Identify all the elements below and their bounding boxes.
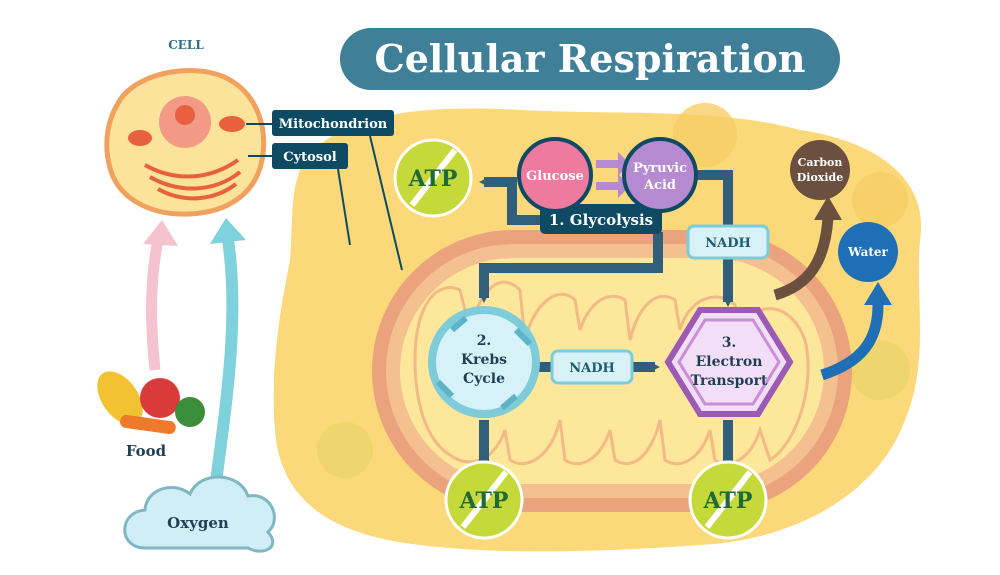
pyruvic-label-line1: Pyruvic: [633, 161, 687, 176]
blob-decoration: [852, 172, 908, 228]
mitochondrion-callout-label: Mitochondrion: [279, 117, 388, 132]
oxygen-cloud: [123, 475, 276, 553]
carbon-dioxide-node: [790, 140, 850, 200]
nadh-top-label: NADH: [705, 236, 751, 251]
atp-krebs-label: ATP: [459, 488, 509, 514]
food-label: Food: [126, 442, 167, 460]
glucose-node: [517, 137, 593, 213]
mitochondrion-small-icon: [219, 116, 245, 132]
arrow-glucose-to-pyruvic: [596, 152, 630, 176]
arrow-glucose-to-pyruvic: [596, 174, 630, 198]
water-label: Water: [847, 245, 888, 259]
nadh-mid-box: [550, 349, 634, 385]
arrow-to-water: [820, 304, 884, 381]
oxygen-arrow: [209, 239, 239, 491]
nadh-top-box: [686, 224, 770, 260]
er-lines: [144, 158, 242, 201]
glycolysis-label-box: [540, 204, 662, 234]
pyruvic-acid-node: [622, 137, 698, 213]
carbon-label-line1: Carbon: [798, 156, 843, 169]
arrow-head-water: [864, 282, 892, 305]
arrow-to-carbon-dioxide: [773, 217, 834, 301]
oxygen-label: Oxygen: [167, 514, 229, 532]
atp-top-badge: ATP: [393, 138, 473, 218]
atp-electron-badge: ATP: [688, 460, 768, 540]
flow-arrow-glycolysis-to-krebs: [479, 232, 663, 303]
cytosol-callout-label: Cytosol: [283, 150, 337, 165]
krebs-label-line3: Cycle: [463, 371, 505, 387]
page-title: Cellular Respiration: [375, 36, 806, 81]
mitochondrion-small-icon: [128, 130, 152, 146]
water-node: [838, 222, 898, 282]
atp-electron-label: ATP: [703, 488, 753, 514]
krebs-label-line2: Krebs: [461, 352, 507, 368]
krebs-label-line1: 2.: [477, 333, 492, 349]
nadh-mid-label: NADH: [569, 361, 615, 376]
atp-top-label: ATP: [408, 166, 458, 192]
glycolysis-label: 1. Glycolysis: [549, 211, 653, 229]
krebs-cycle-arrows: [435, 315, 533, 411]
carbon-label-line2: Dioxide: [797, 171, 843, 184]
nucleolus: [175, 105, 195, 125]
flow-arrow-to-atp-top: [479, 177, 560, 225]
blob-decoration: [317, 422, 373, 478]
food-arrow: [146, 238, 164, 371]
krebs-cycle-node: [428, 306, 540, 418]
cytosol-leader-line: [337, 168, 351, 246]
mitochondrion-callout: [272, 110, 394, 136]
oxygen-arrow-head: [210, 218, 246, 244]
food-arrow-head: [143, 220, 178, 246]
electron-label-line2: Electron: [696, 354, 763, 370]
food-illustration: [97, 371, 205, 435]
electron-label-line1: 3.: [722, 335, 737, 351]
mitochondrion-leader-line: [369, 135, 403, 271]
electron-transport-inner: [677, 318, 781, 406]
arrow-head-carbon: [814, 196, 842, 220]
cytosol-callout: [272, 143, 348, 169]
atp-krebs-badge: ATP: [444, 460, 524, 540]
cell-label: CELL: [168, 38, 204, 52]
title-banner: [340, 28, 840, 90]
flow-arrow-pyruvic-to-nadh: [695, 170, 733, 225]
glucose-label: Glucose: [526, 169, 584, 184]
electron-label-line3: Transport: [691, 373, 768, 389]
pyruvic-label-line2: Acid: [643, 178, 676, 193]
